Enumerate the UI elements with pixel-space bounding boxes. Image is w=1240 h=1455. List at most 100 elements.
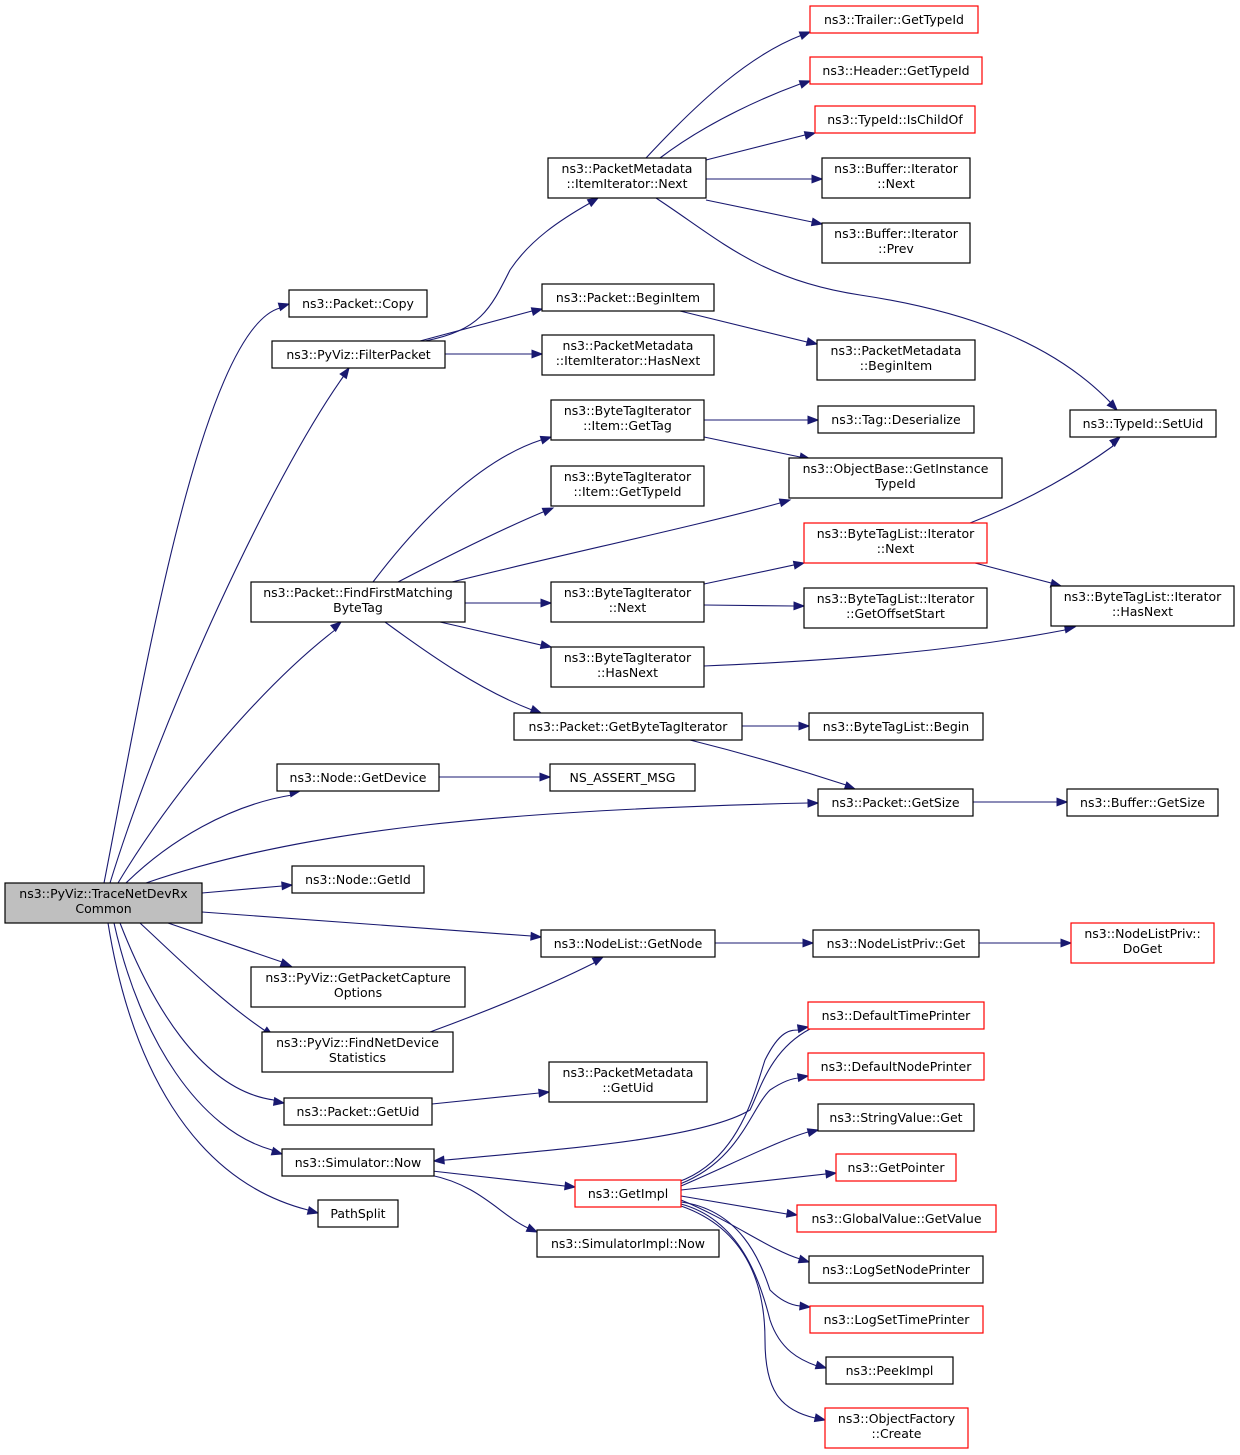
edge-simnow-to-simimplnow <box>429 1174 539 1233</box>
edge-arrowhead <box>811 174 824 184</box>
node-label: ns3::ByteTagList::Iterator <box>1064 589 1222 604</box>
node-lognode[interactable]: ns3::LogSetNodePrinter <box>808 1255 984 1284</box>
edge-getimpl-to-defnode <box>679 1073 810 1185</box>
edge-line <box>655 197 1111 403</box>
node-label: ns3::LogSetTimePrinter <box>824 1312 971 1327</box>
node-defnode[interactable]: ns3::DefaultNodePrinter <box>807 1052 985 1081</box>
edge-pmnext-to-setuid <box>655 197 1118 412</box>
node-btnext[interactable]: ns3::ByteTagIterator::Next <box>550 581 705 623</box>
node-pathsplit[interactable]: PathSplit <box>317 1199 399 1228</box>
node-deftime[interactable]: ns3::DefaultTimePrinter <box>807 1001 985 1030</box>
node-box <box>821 157 971 199</box>
node-pmgetuid[interactable]: ns3::PacketMetadata::GetUid <box>548 1061 708 1103</box>
node-btlhasnext[interactable]: ns3::ByteTagList::Iterator::HasNext <box>1050 585 1235 627</box>
node-objfact[interactable]: ns3::ObjectFactory::Create <box>824 1407 969 1449</box>
edge-arrowhead <box>798 80 812 89</box>
node-header[interactable]: ns3::Header::GetTypeId <box>809 56 983 85</box>
edge-findfirst-to-btgettypeid <box>397 507 555 583</box>
node-pmnext[interactable]: ns3::PacketMetadata::ItemIterator::Next <box>547 157 707 199</box>
edge-line <box>384 621 534 712</box>
node-label: ns3::TypeId::IsChildOf <box>827 112 963 127</box>
node-bufprev[interactable]: ns3::Buffer::Iterator::Prev <box>821 222 971 264</box>
edge-arrowhead <box>530 931 543 941</box>
edge-arrowhead <box>531 349 544 359</box>
node-box <box>261 1031 454 1073</box>
edge-line <box>677 1028 802 1183</box>
node-box <box>824 1407 969 1449</box>
edge-arrowhead <box>1106 399 1118 412</box>
node-btlbegin[interactable]: ns3::ByteTagList::Begin <box>808 712 984 741</box>
edge-getbtiter-to-pgetsize <box>689 739 857 790</box>
node-nlpdoget[interactable]: ns3::NodeListPriv::DoGet <box>1070 922 1215 964</box>
edge-root-to-getuid <box>119 922 286 1106</box>
node-copy[interactable]: ns3::Packet::Copy <box>288 289 428 318</box>
node-btlnext[interactable]: ns3::ByteTagList::Iterator::Next <box>803 522 988 564</box>
node-getbtiter[interactable]: ns3::Packet::GetByteTagIterator <box>513 712 743 741</box>
edge-arrowhead <box>539 435 553 445</box>
node-box <box>825 1356 954 1385</box>
node-getnode[interactable]: ns3::NodeList::GetNode <box>540 929 716 958</box>
node-bthasnext[interactable]: ns3::ByteTagIterator::HasNext <box>550 646 705 688</box>
node-getuid[interactable]: ns3::Packet::GetUid <box>283 1097 433 1126</box>
node-label: NS_ASSERT_MSG <box>570 770 676 785</box>
node-simimplnow[interactable]: ns3::SimulatorImpl::Now <box>536 1229 720 1258</box>
node-tagdeser[interactable]: ns3::Tag::Deserialize <box>817 405 975 434</box>
node-getptr[interactable]: ns3::GetPointer <box>835 1153 957 1182</box>
node-nsassert[interactable]: NS_ASSERT_MSG <box>549 763 696 792</box>
node-pmbegin[interactable]: ns3::PacketMetadata::BeginItem <box>816 339 976 381</box>
edge-nlpget-to-nlpdoget <box>979 938 1073 948</box>
edge-line <box>680 1199 801 1260</box>
edge-arrowhead <box>432 1155 445 1165</box>
node-peek[interactable]: ns3::PeekImpl <box>825 1356 954 1385</box>
edge-arrowhead <box>810 217 824 227</box>
node-label: ns3::PacketMetadata <box>563 338 694 353</box>
edge-line <box>703 564 795 585</box>
edge-root-to-pgetsize <box>145 798 820 884</box>
node-bufnext[interactable]: ns3::Buffer::Iterator::Next <box>821 157 971 199</box>
edge-line <box>705 134 806 161</box>
node-bufgetsize[interactable]: ns3::Buffer::GetSize <box>1066 788 1219 817</box>
node-trailer[interactable]: ns3::Trailer::GetTypeId <box>809 5 979 34</box>
node-filter[interactable]: ns3::PyViz::FilterPacket <box>271 340 446 369</box>
node-beginitem[interactable]: ns3::Packet::BeginItem <box>541 283 715 312</box>
node-pmhasnext[interactable]: ns3::PacketMetadata::ItemIterator::HasNe… <box>541 334 715 376</box>
edge-line <box>680 1201 801 1307</box>
node-label: ns3::PacketMetadata <box>562 161 693 176</box>
node-label: ns3::Packet::Copy <box>302 296 414 311</box>
edge-line <box>109 376 344 884</box>
node-getdevice[interactable]: ns3::Node::GetDevice <box>276 763 440 792</box>
edge-arrowhead <box>306 1205 320 1215</box>
node-nlpget[interactable]: ns3::NodeListPriv::Get <box>812 929 980 958</box>
node-gvget[interactable]: ns3::GlobalValue::GetValue <box>796 1204 997 1233</box>
node-logtime[interactable]: ns3::LogSetTimePrinter <box>809 1305 984 1334</box>
edge-arrowhead <box>330 621 343 633</box>
node-btloffset[interactable]: ns3::ByteTagList::Iterator::GetOffsetSta… <box>803 587 988 629</box>
edge-arrowhead <box>339 366 350 380</box>
edge-arrowhead <box>803 131 817 140</box>
node-label: TypeId <box>874 476 915 491</box>
node-pgetsize[interactable]: ns3::Packet::GetSize <box>817 788 974 817</box>
node-btgettag[interactable]: ns3::ByteTagIterator::Item::GetTag <box>550 399 705 441</box>
node-simnow[interactable]: ns3::Simulator::Now <box>281 1148 435 1177</box>
node-getimpl[interactable]: ns3::GetImpl <box>574 1179 682 1208</box>
edge-getbtiter-to-btlbegin <box>742 721 811 731</box>
node-getid[interactable]: ns3::Node::GetId <box>291 865 425 894</box>
node-box <box>276 763 440 792</box>
edge-getdevice-to-nsassert <box>439 772 552 782</box>
node-label: ns3::SimulatorImpl::Now <box>551 1236 705 1251</box>
edge-line <box>397 511 544 583</box>
edge-pmnext-to-bufprev <box>705 199 824 227</box>
node-box <box>809 5 979 34</box>
node-strget[interactable]: ns3::StringValue::Get <box>817 1103 975 1132</box>
node-ischild[interactable]: ns3::TypeId::IsChildOf <box>814 105 976 134</box>
node-btgettypeid[interactable]: ns3::ByteTagIterator::Item::GetTypeId <box>550 465 705 507</box>
node-label: ::ItemIterator::Next <box>567 176 688 191</box>
node-setuid[interactable]: ns3::TypeId::SetUid <box>1069 409 1217 438</box>
edge-getimpl-to-gvget <box>680 1195 799 1218</box>
node-label: ns3::ObjectBase::GetInstance <box>803 461 989 476</box>
